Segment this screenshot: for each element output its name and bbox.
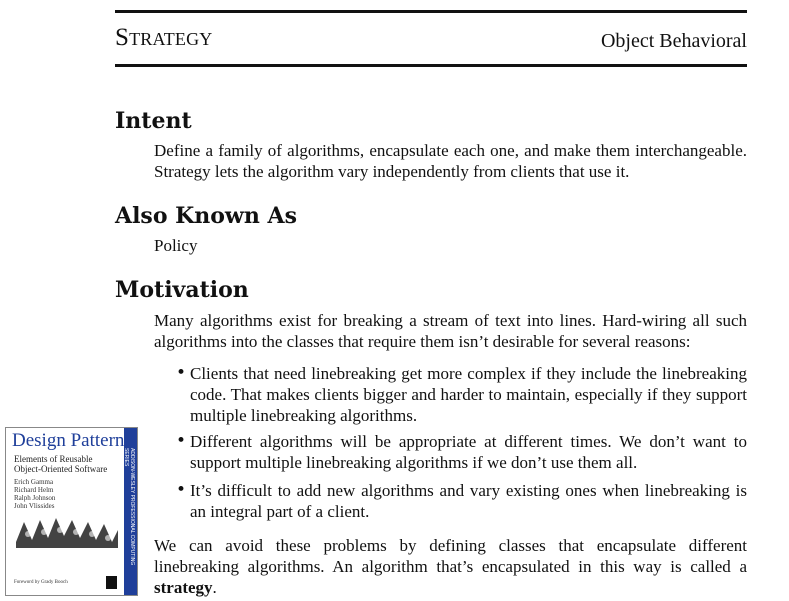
intent-text: Define a family of algorithms, encapsula…: [154, 141, 747, 181]
book-author: Ralph Johnson: [14, 494, 56, 502]
header-rule-top: [115, 10, 747, 13]
closing-text: We can avoid these problems by defining …: [154, 536, 747, 576]
book-title: Design Patterns: [12, 430, 132, 451]
intent-heading: Intent: [115, 108, 192, 134]
book-author: Richard Helm: [14, 486, 54, 494]
book-cover-image: Design Patterns Elements of Reusable Obj…: [5, 427, 138, 596]
motivation-intro: Many algorithms exist for breaking a str…: [154, 311, 747, 351]
bullet-dot: •: [176, 363, 187, 383]
book-spine: [124, 428, 137, 595]
book-subtitle: Elements of Reusable Object-Oriented Sof…: [14, 454, 107, 474]
book-author: John Vlissides: [14, 502, 55, 510]
header-rule-bottom: [115, 64, 747, 67]
publisher-logo: [106, 576, 117, 589]
bullet-text: It’s difficult to add new algorithms and…: [190, 481, 747, 521]
pattern-title: Strategy: [115, 24, 213, 51]
pattern-category: Object Behavioral: [600, 30, 747, 52]
also-known-as-text: Policy: [154, 236, 198, 255]
book-foreword: Foreword by Grady Booch: [14, 580, 68, 585]
book-authors: Erich Gamma Richard Helm Ralph Johnson J…: [14, 478, 55, 510]
closing-period: .: [212, 578, 217, 597]
book-author: Erich Gamma: [14, 478, 54, 486]
book-subtitle-line: Elements of Reusable: [14, 454, 93, 464]
bullet-dot: •: [176, 480, 187, 500]
strategy-term: strategy: [154, 578, 213, 597]
bullet-dot: •: [176, 431, 187, 451]
book-spine-text: ADDISON-WESLEY PROFESSIONAL COMPUTING SE…: [123, 448, 135, 566]
bullet-text: Different algorithms will be appropriate…: [190, 432, 747, 472]
motivation-heading: Motivation: [115, 277, 249, 303]
bullet-text: Clients that need linebreaking get more …: [190, 364, 747, 425]
book-cover-artwork: [16, 518, 118, 548]
also-known-as-heading: Also Known As: [115, 203, 297, 229]
book-subtitle-line: Object-Oriented Software: [14, 464, 108, 474]
motivation-closing: We can avoid these problems by defining …: [154, 535, 747, 598]
